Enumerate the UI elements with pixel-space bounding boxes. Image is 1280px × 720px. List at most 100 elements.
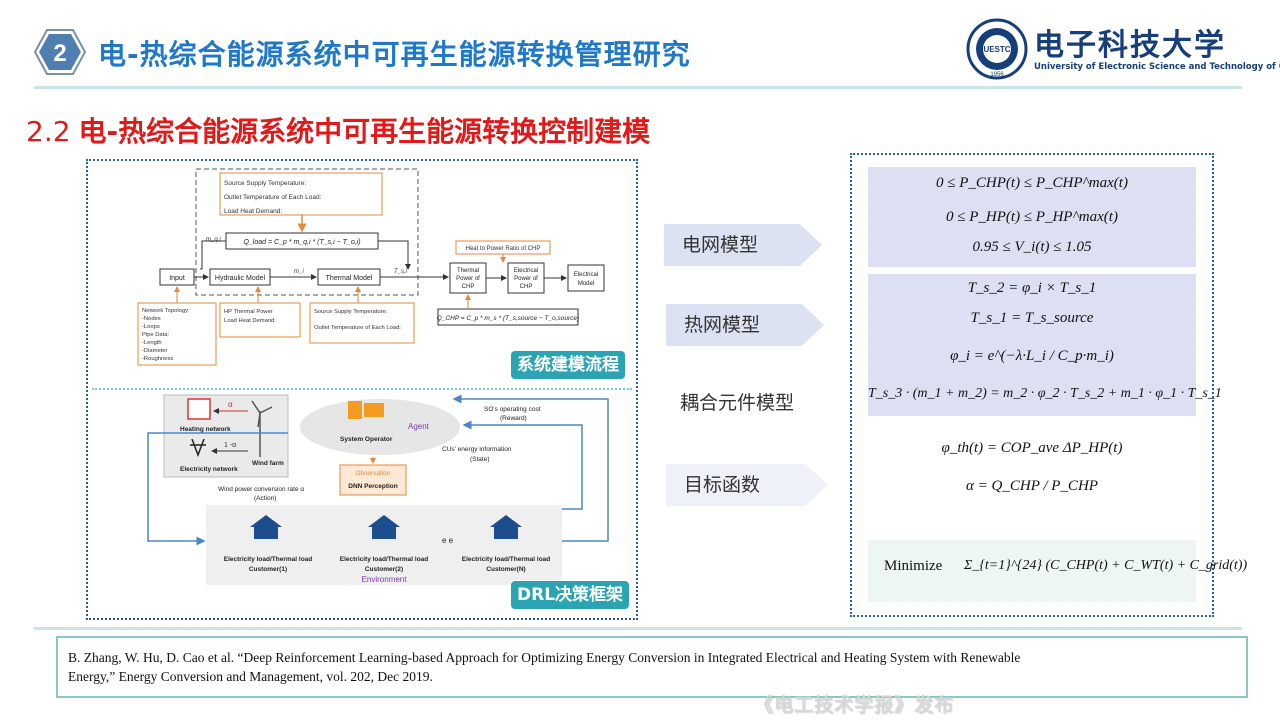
environment-label: Environment: [362, 575, 408, 584]
customer-2: Electricity load/Thermal load Customer(2…: [340, 515, 429, 573]
figure-frame: [86, 159, 638, 620]
formula-box-grid: 0 ≤ P_CHP(t) ≤ P_CHP^max(t) 0 ≤ P_HP(t) …: [868, 167, 1196, 267]
house-icon: [368, 515, 400, 539]
elec-chp-line1: Electrical: [514, 268, 538, 274]
formula-ts1: T_s_1 = T_s_source: [970, 310, 1094, 326]
formula-alpha: α = Q_CHP / P_CHP: [966, 478, 1098, 494]
university-name-en: University of Electronic Science and Tec…: [1034, 62, 1280, 72]
section-title-text: 电-热综合能源系统中可再生能源转换控制建模: [78, 115, 651, 148]
src-box-line1: Source Supply Temperature:: [314, 309, 388, 315]
formula-ts3: T_s_3 · (m_1 + m_2) = m_2 · φ_2 · T_s_2 …: [868, 386, 1222, 401]
energy-info-line2: (State): [470, 456, 490, 463]
slide-title: 电-热综合能源系统中可再生能源转换管理研究: [98, 38, 691, 71]
server-icon: [348, 401, 362, 419]
customer-1: Electricity load/Thermal load Customer(1…: [224, 515, 313, 573]
net-topology-1: -Nodes: [142, 316, 161, 322]
section-number: 2.2: [26, 115, 71, 148]
customer-1-load: Electricity load/Thermal load: [224, 556, 313, 563]
heat-power-ratio-label: Heat to Power Ratio of CHP: [466, 246, 541, 252]
wind-rate-line1: Wind power conversion rate α: [218, 486, 304, 493]
section-badge-number: 2: [53, 40, 66, 67]
elec-model-line2: Model: [578, 281, 594, 287]
university-seal-icon: UESTC 1956: [966, 18, 1028, 80]
formula-phi: φ_i = e^(−λ·L_i / C_p·m_i): [950, 348, 1114, 364]
src-box-line2: Outlet Temperature of Each Load:: [314, 325, 401, 331]
section-badge: 2: [34, 29, 86, 75]
customer-1-name: Customer(1): [249, 566, 287, 573]
modeling-flow-diagram: Source Supply Temperature: Outlet Temper…: [137, 168, 605, 366]
operating-cost-line2: (Reward): [500, 415, 527, 422]
m-qi-label: m_q,i: [206, 237, 221, 243]
formula-box-objective: Minimize Σ_{t=1}^{24} (C_CHP(t) + C_WT(t…: [868, 540, 1248, 602]
formula-chp-limit: 0 ≤ P_CHP(t) ≤ P_CHP^max(t): [936, 175, 1128, 191]
formula-ts2: T_s_2 = φ_i × T_s_1: [967, 280, 1097, 296]
customer-2-name: Customer(2): [365, 566, 403, 573]
customer-n: Electricity load/Thermal load Customer(N…: [462, 515, 551, 573]
university-name-cn: 电子科技大学: [1034, 28, 1226, 63]
formula-phi-th: φ_th(t) = COP_ave ΔP_HP(t): [941, 440, 1123, 456]
elec-model-line1: Electrical: [574, 272, 598, 278]
thermal-chp-line2: Power of: [456, 276, 480, 282]
label-heat-model: 热网模型: [666, 304, 824, 346]
label-grid-model: 电网模型: [664, 224, 822, 266]
customer-n-load: Electricity load/Thermal load: [462, 556, 551, 563]
footer-divider: [34, 627, 1242, 630]
src-supply-temp-label: Source Supply Temperature:: [224, 180, 306, 187]
m-i-label: m_i: [294, 269, 304, 275]
reference-line1: B. Zhang, W. Hu, D. Cao et al. “Deep Rei…: [68, 650, 1021, 665]
publisher-watermark: 《电工技术学报》发布: [754, 694, 955, 716]
load-heat-demand-label: Load Heat Demand:: [224, 208, 282, 215]
customer-n-name: Customer(N): [486, 566, 525, 573]
thermal-model-block: Thermal Model: [326, 275, 373, 282]
formula-voltage-limit: 0.95 ≤ V_i(t) ≤ 1.05: [972, 239, 1092, 255]
figure-divider: [92, 388, 632, 390]
dnn-perception-label: DNN Perception: [348, 483, 398, 490]
network-topology-list: Network Topology: -Nodes -Loops Pipe Dat…: [142, 308, 190, 362]
one-minus-alpha-label: 1 -α: [224, 442, 236, 449]
hydraulic-model-block: Hydraulic Model: [215, 275, 266, 282]
header-divider: [34, 86, 1242, 89]
thermal-chp-line3: CHP: [462, 284, 475, 290]
heating-network-icon: [187, 398, 211, 420]
formula-objective: Σ_{t=1}^{24} (C_CHP(t) + C_WT(t) + C_gri…: [964, 558, 1248, 573]
tag-drl-framework: DRL决策框架: [510, 580, 631, 610]
q-load-formula: Q_load = C_p * m_q,i * (T_s,i − T_o,i): [243, 239, 360, 246]
drl-framework-diagram: Heating network Electricity network Wind…: [147, 394, 609, 585]
system-figure: Source Supply Temperature: Outlet Temper…: [137, 168, 609, 585]
net-topology-0: Network Topology:: [142, 308, 190, 314]
electricity-network-label: Electricity network: [180, 466, 238, 473]
outlet-temp-label: Outlet Temperature of Each Load:: [224, 194, 322, 201]
agent-label: Agent: [408, 422, 430, 431]
q-chp-formula: Q_CHP = C_p * m_s * (T_s,source − T_o,so…: [437, 315, 579, 322]
net-topology-6: -Roughness: [142, 356, 173, 362]
net-topology-3: Pipe Data:: [142, 332, 169, 338]
seal-abbrev: UESTC: [983, 45, 1010, 54]
customer-2-load: Electricity load/Thermal load: [340, 556, 429, 563]
house-icon: [250, 515, 282, 539]
monitor-icon: [364, 403, 384, 417]
reference-box: B. Zhang, W. Hu, D. Cao et al. “Deep Rei…: [56, 636, 1248, 698]
wind-farm-label: Wind farm: [252, 460, 284, 467]
formula-frame: [850, 153, 1214, 617]
input-block: Input: [169, 275, 185, 282]
system-operator-label: System Operator: [340, 436, 393, 443]
formula-hp-limit: 0 ≤ P_HP(t) ≤ P_HP^max(t): [946, 209, 1118, 225]
formula-box-coupling: φ_th(t) = COP_ave ΔP_HP(t) α = Q_CHP / P…: [868, 428, 1196, 520]
hp-thermal-line2: Load Heat Demand:: [224, 318, 276, 324]
net-topology-4: -Length: [142, 340, 162, 346]
customer-ellipsis: e e: [442, 536, 454, 545]
elec-chp-line3: CHP: [520, 284, 533, 290]
heating-network-label: Heating network: [180, 426, 231, 433]
net-topology-5: -Diameter: [142, 348, 168, 354]
observation-label: Observation: [355, 470, 390, 477]
operating-cost-line1: SO's operating cost: [484, 406, 541, 413]
hp-thermal-line1: HP Thermal Power: [224, 309, 273, 315]
reference-line2: Energy,” Energy Conversion and Managemen…: [68, 669, 433, 684]
thermal-chp-line1: Thermal: [457, 268, 479, 274]
net-topology-2: -Loops: [142, 324, 160, 330]
tag-system-modeling: 系统建模流程: [510, 350, 626, 380]
formula-box-heat: T_s_2 = φ_i × T_s_1 T_s_1 = T_s_source φ…: [868, 274, 1222, 416]
university-logo: UESTC 1956 电子科技大学 University of Electron…: [966, 18, 1280, 80]
energy-info-line1: CUs' energy information: [442, 446, 512, 453]
